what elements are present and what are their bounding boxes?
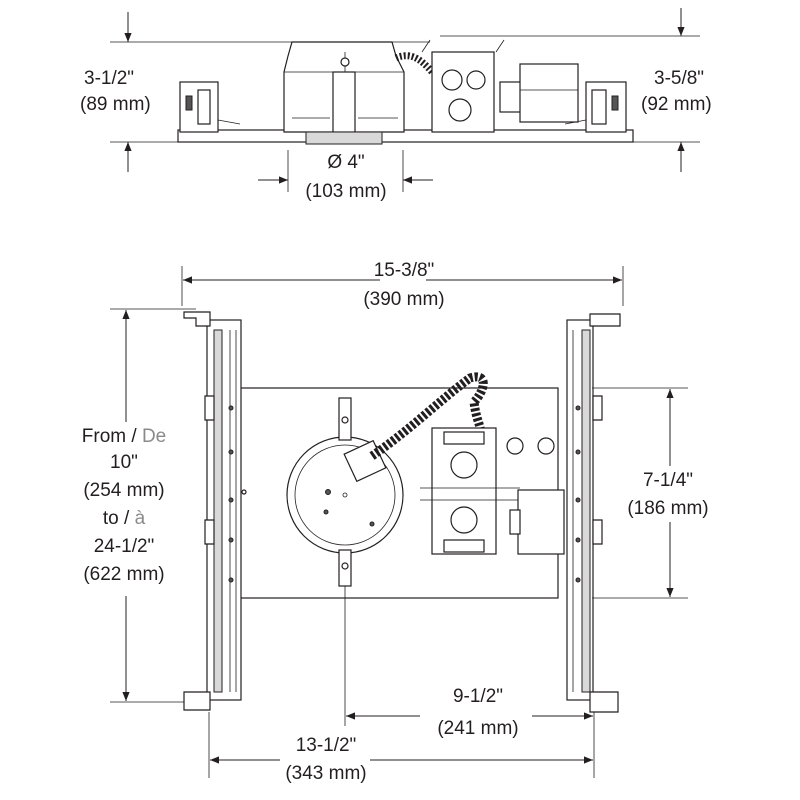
bar-span-metric: (343 mm) — [285, 763, 366, 784]
height-left-metric: (89 mm) — [80, 94, 151, 115]
length-max-metric: (622 mm) — [83, 564, 164, 585]
length-to-en: to — [103, 508, 119, 529]
length-max-imperial: 24-1/2" — [94, 536, 155, 557]
flex-conduit — [369, 372, 488, 460]
height-right-metric: (92 mm) — [641, 94, 712, 115]
side-junction-box — [421, 39, 505, 133]
side-right-bracket — [564, 81, 627, 133]
height-left-imperial: 3-1/2" — [84, 68, 134, 89]
bar-span-imperial: 13-1/2" — [296, 735, 357, 756]
length-min-metric: (254 mm) — [83, 480, 164, 501]
side-driver-box — [499, 63, 579, 123]
length-to-label: to / à — [103, 508, 146, 529]
height-right-imperial: 3-5/8" — [654, 68, 704, 89]
overall-width-imperial: 15-3/8" — [374, 260, 435, 281]
aperture-imperial: Ø 4" — [327, 152, 364, 173]
side-housing-can — [283, 41, 405, 145]
center-offset-metric: (241 mm) — [437, 718, 518, 739]
aperture-metric: (103 mm) — [305, 181, 386, 202]
side-mounting-plate — [177, 129, 634, 143]
length-min-imperial: 10" — [110, 452, 138, 473]
length-from-fr: De — [142, 426, 166, 447]
left-hanger-bar — [183, 311, 242, 711]
length-sep-2: / — [119, 508, 135, 529]
length-from-en: From — [82, 426, 126, 447]
length-from-label: From / De — [82, 426, 166, 447]
side-left-bracket — [179, 81, 241, 133]
center-offset-imperial: 9-1/2" — [453, 686, 503, 707]
junction-box — [420, 427, 555, 555]
right-hanger-bar — [566, 313, 621, 713]
driver-box — [509, 489, 565, 555]
side-flex-conduit — [394, 52, 435, 75]
side-view: 3-1/2" (89 mm) 3-5/8" (92 mm) Ø 4" (103 … — [80, 8, 712, 202]
plate-depth-imperial: 7-1/4" — [643, 470, 693, 491]
top-view: 15-3/8" (390 mm) From / De 10" (254 mm) … — [82, 260, 709, 784]
length-to-fr: à — [135, 508, 146, 529]
plate-depth-metric: (186 mm) — [627, 498, 708, 519]
length-sep-1: / — [126, 426, 142, 447]
overall-width-metric: (390 mm) — [363, 289, 444, 310]
